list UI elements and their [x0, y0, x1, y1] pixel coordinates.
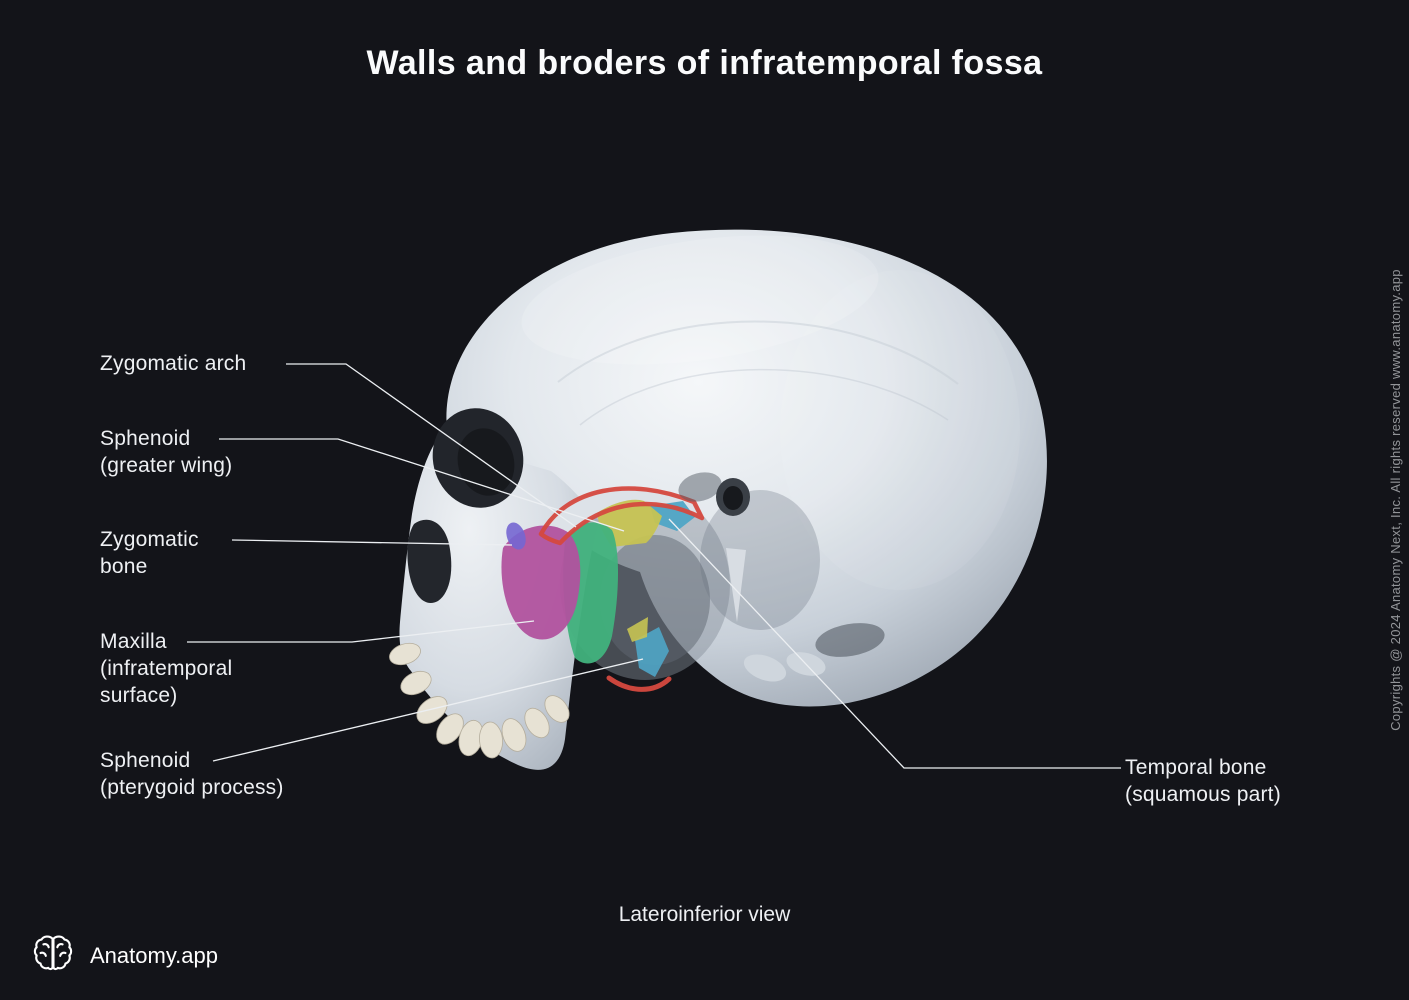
tooth [389, 642, 421, 666]
mastoid-shadow [700, 490, 820, 630]
temporal-line-upper [557, 320, 959, 385]
page-title: Walls and broders of infratemporal fossa [366, 44, 1043, 82]
pterygoid-teal-highlight [635, 627, 669, 677]
occipital-condyle-left [743, 654, 787, 682]
copyright-text: Copyrights @ 2024 Anatomy Next, Inc. All… [1388, 269, 1403, 731]
leader-line-sphenoid-pterygoid [212, 658, 644, 762]
zygomatic-bone-highlight [501, 525, 581, 640]
tooth [416, 696, 448, 724]
label-zygomatic-bone: Zygomatic bone [100, 528, 199, 578]
infratemporal-shadow-core [600, 535, 710, 665]
skull-face [399, 426, 599, 770]
upper-teeth [389, 642, 570, 759]
ear-canal-inner [723, 486, 743, 510]
tooth [501, 718, 527, 752]
tooth [524, 707, 550, 739]
suprameatal-shadow [678, 472, 722, 502]
label-temporal-bone-squamous-part: Temporal bone (squamous part) [1125, 756, 1281, 806]
zygomatic-arch-highlight [538, 486, 705, 546]
label-sphenoid-greater-wing: Sphenoid (greater wing) [100, 427, 233, 477]
temporal-line-lower [579, 368, 949, 426]
leader-line-zygomatic-arch [286, 363, 577, 528]
cranium-sheen [521, 235, 879, 365]
tooth [479, 721, 503, 759]
zygomatic-purple-accent [506, 522, 526, 550]
tooth [544, 695, 570, 723]
tooth [400, 670, 432, 696]
eye-socket-depth [457, 428, 515, 496]
brain-logo-icon [30, 930, 76, 981]
pterygoid-yellow-highlight [627, 617, 648, 642]
leader-line-temporal-bone [668, 518, 1121, 769]
leader-line-sphenoid-greater-wing [219, 438, 625, 532]
nasal-aperture [407, 519, 452, 603]
label-maxilla-infratemporal-surface: Maxilla (infratemporal surface) [100, 630, 233, 707]
pterygoid-red-accent [606, 675, 672, 692]
styloid-process [726, 548, 746, 622]
cranium-sheen-2 [780, 270, 1020, 590]
label-sphenoid-pterygoid-process: Sphenoid (pterygoid process) [100, 749, 284, 799]
footer-brand: Anatomy.app [30, 930, 218, 981]
leader-line-maxilla [187, 620, 535, 643]
label-zygomatic-arch: Zygomatic arch [100, 352, 247, 375]
tooth [436, 713, 464, 745]
basilar-shadow [815, 623, 885, 657]
brand-name: Anatomy.app [90, 942, 219, 968]
leader-line-zygomatic-bone [231, 539, 513, 546]
view-caption: Lateroinferior view [618, 903, 791, 926]
